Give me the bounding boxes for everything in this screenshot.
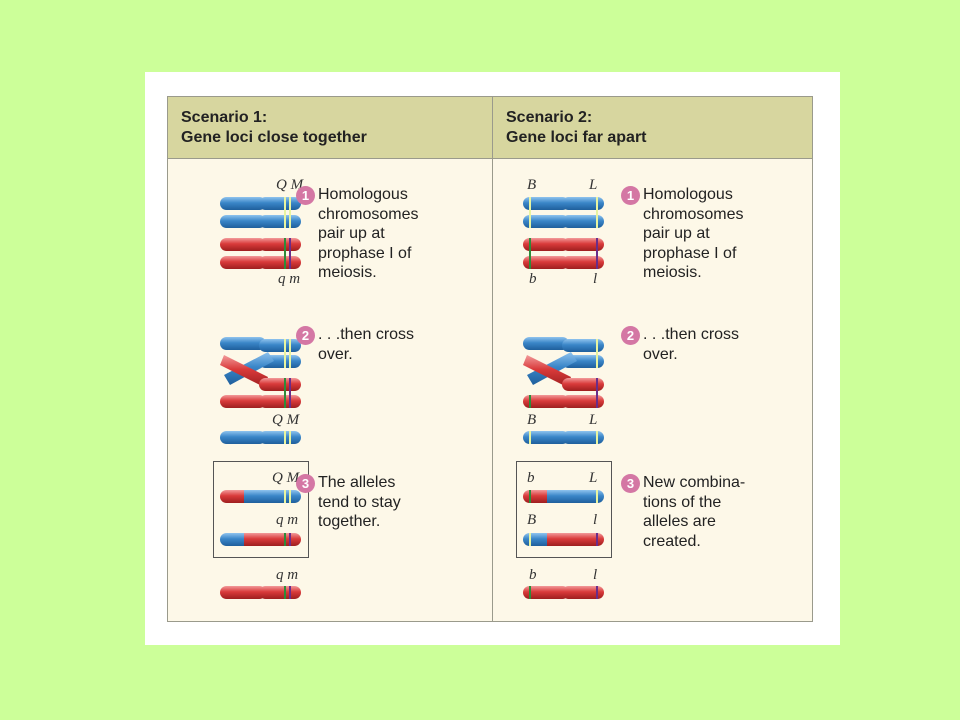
s2-step-2: 2 . . .then cross over. xyxy=(621,325,818,364)
s2-label-pair-top-left: B xyxy=(527,177,537,193)
s1-crossover xyxy=(220,337,301,408)
scenario-1-column: Scenario 1: Gene loci close together xyxy=(168,97,493,621)
s1-recombinant-box xyxy=(213,461,309,558)
s1-step-2: 2 . . .then cross over. xyxy=(296,325,493,364)
s1-step-1-badge: 1 xyxy=(296,186,315,205)
s2-step-2-badge: 2 xyxy=(621,326,640,345)
s2-step-2-line: over. xyxy=(643,345,678,363)
scenario-2-chromosome-art xyxy=(523,197,604,599)
s2-step-1-line: prophase I of xyxy=(643,244,737,262)
s2-crossover xyxy=(523,337,604,408)
scenario-2-header: Scenario 2: Gene loci far apart xyxy=(493,97,812,159)
s2-homologous-pair xyxy=(523,197,604,269)
s2-step-2-line: . . .then cross xyxy=(643,326,740,343)
s2-step-1-line: Homologous xyxy=(643,186,733,203)
s2-step-3-line: created. xyxy=(643,532,701,550)
scenario-2-column: Scenario 2: Gene loci far apart xyxy=(493,97,812,621)
s2-recombinants xyxy=(523,490,604,546)
s1-label-box-top: Q M xyxy=(272,470,300,486)
s1-recombinants xyxy=(220,490,301,546)
figure-sheet: Scenario 1: Gene loci close together xyxy=(145,72,840,645)
s1-step-1-line: Homologous xyxy=(318,186,408,203)
s2-step-3-badge: 3 xyxy=(621,474,640,493)
s2-step-3-line: New combina- xyxy=(643,474,746,491)
linkage-figure: Scenario 1: Gene loci close together xyxy=(167,96,813,622)
s1-label-cross-top: Q M xyxy=(272,412,300,428)
s2-recombinant-box xyxy=(516,461,612,558)
s2-label-pair-bottom-left: b xyxy=(529,271,537,287)
s1-label-pair-top: Q M xyxy=(276,177,304,193)
s1-step-3-line: The alleles xyxy=(318,474,396,491)
s2-label-box2-left: B xyxy=(527,512,537,528)
s1-step-3-badge: 3 xyxy=(296,474,315,493)
s1-step-3-line: together. xyxy=(318,513,381,530)
s1-homologous-pair xyxy=(220,197,301,269)
s2-step-1-badge: 1 xyxy=(621,186,640,205)
s2-label-single-right: L xyxy=(589,412,598,428)
scenario-1-subtitle: Gene loci close together xyxy=(181,129,367,146)
scenario-1-title: Scenario 1: xyxy=(181,109,268,126)
s2-label-box1-right: L xyxy=(589,470,598,486)
s1-step-1: 1 Homologous chromosomes pair up at prop… xyxy=(296,185,493,283)
scenario-2-subtitle: Gene loci far apart xyxy=(506,129,647,146)
s1-label-pair-bottom: q m xyxy=(278,271,301,287)
s2-step-1-line: chromosomes xyxy=(643,205,744,223)
s1-step-3: 3 The alleles tend to stay together. xyxy=(296,473,493,532)
s1-step-1-line: prophase I of xyxy=(318,244,412,262)
s2-label-final-right: l xyxy=(593,567,598,583)
scenario-1-chromosome-art xyxy=(220,197,301,599)
scenario-2-title: Scenario 2: xyxy=(506,109,593,126)
s2-label-single-left: B xyxy=(527,412,537,428)
s2-step-3: 3 New combina- tions of the alleles are … xyxy=(621,473,818,551)
s1-step-2-line: . . .then cross xyxy=(318,326,415,343)
s1-step-3-line: tend to stay xyxy=(318,493,401,511)
s2-parental-blue xyxy=(523,431,604,444)
s2-label-final-left: b xyxy=(529,567,537,583)
s2-step-3-line: alleles are xyxy=(643,513,716,530)
s2-step-3-line: tions of the xyxy=(643,493,722,511)
s2-step-1-line: meiosis. xyxy=(643,264,702,281)
s2-step-1: 1 Homologous chromosomes pair up at prop… xyxy=(621,185,818,283)
s2-label-pair-bottom-right: l xyxy=(593,271,598,287)
s1-step-2-line: over. xyxy=(318,345,353,363)
s1-step-1-line: meiosis. xyxy=(318,264,377,281)
s1-step-1-line: chromosomes xyxy=(318,205,419,223)
s1-parental-blue xyxy=(220,431,301,444)
s2-label-pair-top-right: L xyxy=(589,177,598,193)
s2-parental-red xyxy=(523,586,604,599)
s1-step-1-line: pair up at xyxy=(318,225,385,242)
scenario-1-header: Scenario 1: Gene loci close together xyxy=(168,97,492,159)
s2-label-box1-left: b xyxy=(527,470,535,486)
s1-label-final: q m xyxy=(276,567,299,583)
s1-step-2-badge: 2 xyxy=(296,326,315,345)
s1-label-box-bottom: q m xyxy=(276,512,299,528)
s1-parental-red xyxy=(220,586,301,599)
s2-step-1-line: pair up at xyxy=(643,225,710,242)
s2-label-box2-right: l xyxy=(593,512,598,528)
